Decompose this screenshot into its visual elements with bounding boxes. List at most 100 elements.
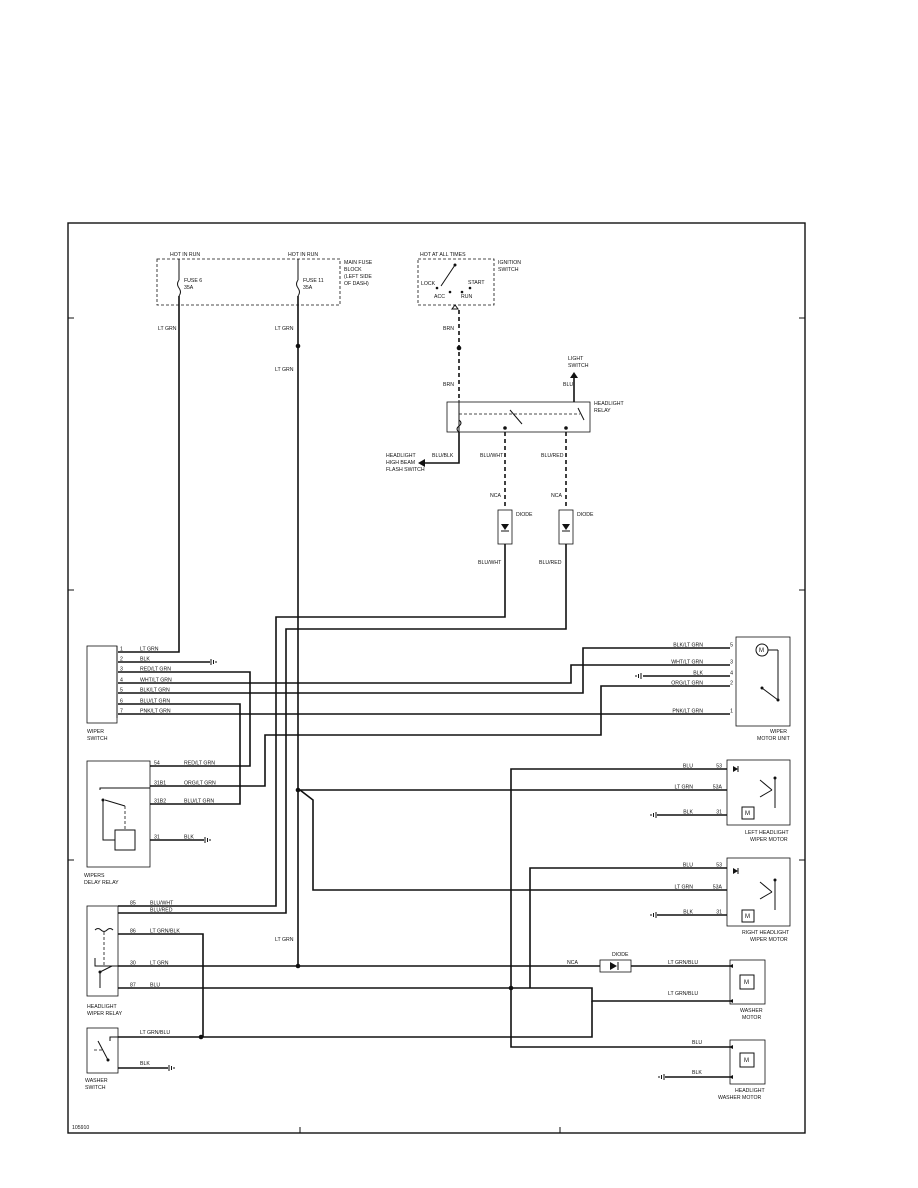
wiper-motor-name-1: WIPER [770,729,787,735]
left-hl-motor-wire-color: LT GRN [674,785,693,791]
wiper-switch-name-2: SWITCH [87,736,108,742]
hl-wiper-relay-wire-color: LT GRN [150,961,169,967]
fuse6-label: FUSE 6 [184,278,202,284]
wiper-motor-wire-color: PNK/LT GRN [672,709,703,715]
hot-in-run-label-1: HOT IN RUN [170,252,200,258]
diagram-frame [67,222,806,1134]
ignition-name-2: SWITCH [498,267,519,273]
main-fuse-block: HOT IN RUN HOT IN RUN FUSE 6 35A FUSE 11… [156,252,373,306]
wiper-switch-pin-number: 1 [120,647,123,653]
wire-label-blu-blk: BLU/BLK [432,453,454,459]
wire-rh-blu [529,867,727,988]
washer-motor: M WASHER MOTOR [729,959,766,1021]
diode-2 [558,509,574,545]
motor-m-icon: M [744,1058,749,1064]
wire-label-lt-grn-1: LT GRN [158,326,177,332]
washer-switch-name-1: WASHER [85,1078,108,1084]
wipers-delay-relay: WIPERS DELAY RELAY [84,760,151,886]
delay-relay-wire-color: BLU/LT GRN [184,799,214,805]
motor-m-icon: M [745,811,750,817]
wiper-motor-pin-number: 5 [730,643,733,649]
ignition-switch: HOT AT ALL TIMES IGNITION SWITCH LOCK ST… [417,252,521,310]
hl-wiper-relay-wire-color: BLU/WHT [150,901,174,907]
wiper-switch-wire-color: BLK [140,657,150,663]
hl-wiper-relay-wire-color: BLU [150,983,160,989]
ground-icon [635,673,642,679]
wire-label-brn-bot: BRN [443,382,454,388]
ground-icon [204,837,211,843]
wiper-switch-pin-number: 4 [120,678,123,684]
delay-relay-pin-number: 54 [154,761,160,767]
ground-icon [650,912,657,918]
delay-relay-wire-color: BLK [184,835,194,841]
hl-wiper-relay-wire-color: LT GRN/BLK [150,929,180,935]
fuse-block-name-1: MAIN FUSE [344,260,373,266]
hl-wiper-relay-pin-number: 87 [130,983,136,989]
figure-id: 105910 [72,1125,89,1131]
light-switch-label-2: SWITCH [568,363,589,369]
wiper-switch-pin-number: 2 [120,657,123,663]
light-switch-arrow [570,372,578,378]
hot-at-all-times-label: HOT AT ALL TIMES [420,252,466,258]
wiper-motor-pin-number: 3 [730,660,733,666]
wire-label-hl-washer-blk: BLK [692,1070,702,1076]
wire-label-lt-grn-blu-1: LT GRN/BLU [668,960,698,966]
ground-icon [658,1074,665,1080]
left-headlight-wiper-motor: M LEFT HEADLIGHT WIPER MOTOR [726,759,791,843]
wiper-switch-wire-color: BLK/LT GRN [140,688,170,694]
washer-diode-label: DIODE [612,952,629,958]
wire-blu-red [118,544,567,914]
wire-label-blu-wht-2: BLU/WHT [478,560,502,566]
wire-ws-wht-lt-grn [118,664,730,684]
motor-m-icon: M [745,914,750,920]
delay-relay-name-2: DELAY RELAY [84,880,119,886]
wiper-switch-pin-number: 7 [120,709,123,715]
delay-relay-pin-number: 31 [154,835,160,841]
frame-ticks [68,317,805,1133]
hl-wiper-relay-pin-number: 85 [130,901,136,907]
hl-wiper-relay-pin-number: 30 [130,961,136,967]
wire-label-hl-washer-blu: BLU [692,1040,702,1046]
wiper-motor-wire-color: BLK [693,671,703,677]
wiper-motor-pin-number: 4 [730,671,733,677]
wire-ws-blk-lt-grn [118,647,730,694]
wiper-switch-wire-color: PNK/LT GRN [140,709,171,715]
wire-blu-blk [424,432,460,464]
right-hl-motor-pin-number: 53A [713,885,723,891]
right-hl-motor-name-2: WIPER MOTOR [750,937,788,943]
left-hl-motor-name-1: LEFT HEADLIGHT [745,830,790,836]
headlight-wiper-relay: HEADLIGHT WIPER RELAY [86,905,123,1017]
ign-acc-label: ACC [434,294,445,300]
fuse-block-name-2: BLOCK [344,267,362,273]
wiper-motor-pin-number: 2 [730,681,733,687]
wire-washer-switch [118,1001,593,1038]
nca-label-1: NCA [490,493,501,499]
wiper-switch-pin-number: 6 [120,699,123,705]
wire-label-lt-grn-3: LT GRN [275,367,294,373]
ign-run-label: RUN [461,294,472,300]
delay-relay-name-1: WIPERS [84,873,105,879]
motor-m-icon: M [744,980,749,986]
wire-label-lt-grn-2: LT GRN [275,326,294,332]
fuse-block-name-4: OF DASH) [344,281,369,287]
hl-washer-name-1: HEADLIGHT [735,1088,766,1094]
fuse11-amp: 35A [303,285,313,291]
delay-relay-pin-number: 31B1 [154,781,166,787]
diode-1 [497,509,513,545]
washer-diode [599,959,632,973]
wire-blu-wht [118,544,506,907]
wire-label-blu-light: BLU [563,382,573,388]
delay-relay-wire-color: RED/LT GRN [184,761,215,767]
left-hl-motor-pin-number: 31 [716,810,722,816]
hl-wiper-relay-name-2: WIPER RELAY [87,1011,123,1017]
hl-relay-name-1: HEADLIGHT [594,401,625,407]
washer-switch-name-2: SWITCH [85,1085,106,1091]
flash-switch-label-1: HEADLIGHT [386,453,417,459]
fuse11-label: FUSE 11 [303,278,324,284]
light-switch-label-1: LIGHT [568,356,584,362]
